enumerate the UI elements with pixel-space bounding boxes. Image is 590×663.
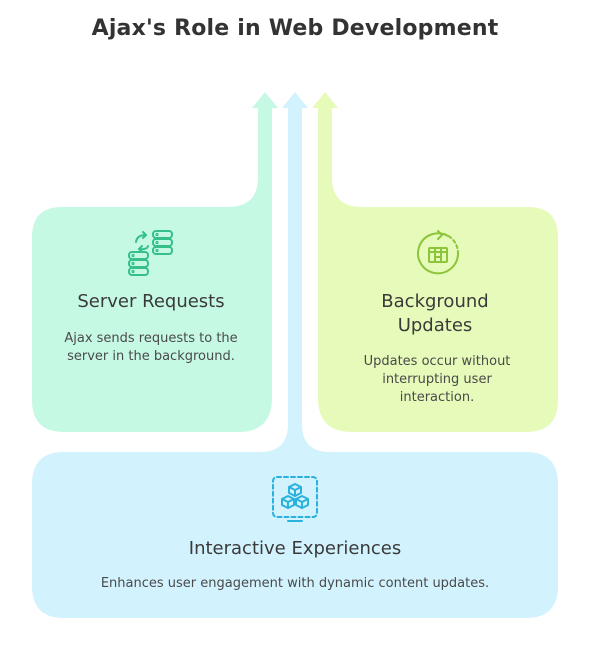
server-requests-title: Server Requests (77, 291, 225, 312)
cubes-icon (270, 474, 320, 524)
interactive-experiences-card (32, 92, 558, 618)
background-updates-title: Background Updates (381, 291, 489, 336)
server-sync-icon (126, 228, 176, 278)
refresh-box-icon (414, 228, 464, 278)
background-updates-description: Updates occur without interrupting user … (363, 354, 511, 405)
interactive-experiences-title: Interactive Experiences (188, 538, 402, 559)
page-title: Ajax's Role in Web Development (91, 16, 499, 41)
server-requests-card (32, 92, 278, 432)
interactive-experiences-description: Enhances user engagement with dynamic co… (100, 576, 490, 591)
server-requests-description: Ajax sends requests to the server in the… (64, 331, 238, 364)
